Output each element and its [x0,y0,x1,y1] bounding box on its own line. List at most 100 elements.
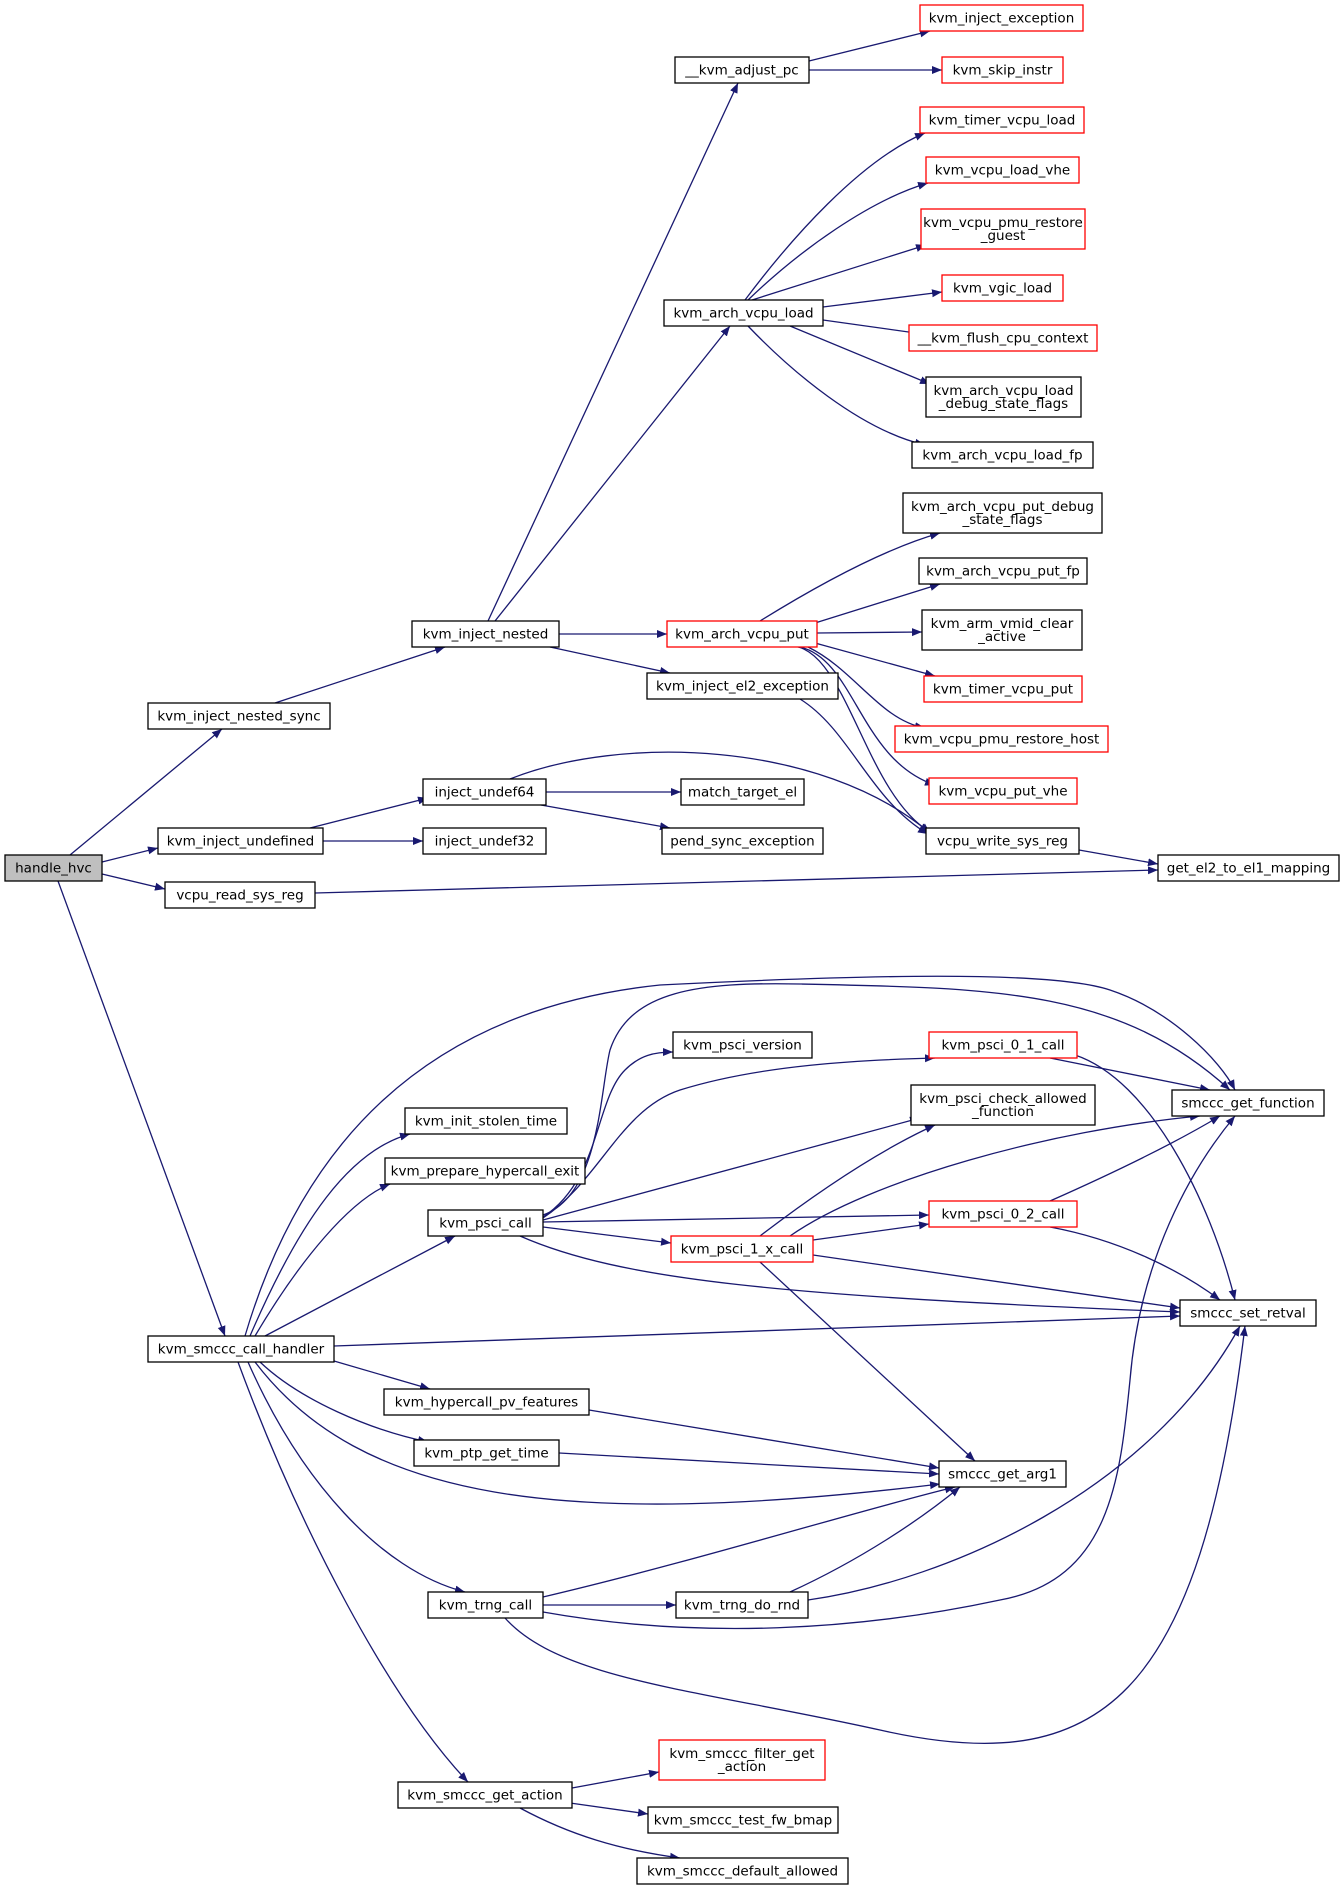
node-label: kvm_arch_vcpu_load [673,306,813,322]
node-box [636,1857,849,1885]
node-kvm_timer_vcpu_put[interactable]: kvm_timer_vcpu_put [923,675,1083,703]
node-kvm_ptp_get_time[interactable]: kvm_ptp_get_time [413,1439,560,1467]
node-box [908,324,1098,352]
node-inject_undef32[interactable]: inject_undef32 [422,827,547,855]
node-kvm_arch_vcpu_put_debug_state_flags[interactable]: kvm_arch_vcpu_put_debug_state_flags [902,492,1103,534]
edge-kvm_trng_call-to-smccc_get_function [542,1115,1236,1630]
node-kvm_smccc_call_handler[interactable]: kvm_smccc_call_handler [147,1335,335,1363]
node-smccc_set_retval[interactable]: smccc_set_retval [1179,1299,1317,1327]
node-box [919,106,1085,134]
node-kvm_skip_instr[interactable]: kvm_skip_instr [941,56,1064,84]
node-kvm_psci_check_allowed_function[interactable]: kvm_psci_check_allowed_function [910,1084,1096,1126]
node-kvm_arch_vcpu_load[interactable]: kvm_arch_vcpu_load [663,299,824,327]
edge-kvm_arch_vcpu_load-to-kvm_timer_vcpu_load [744,132,926,301]
node-kvm_vgic_load[interactable]: kvm_vgic_load [941,274,1064,302]
edge-kvm_arch_vcpu_put-to-kvm_arm_vmid_clear_active [816,628,923,637]
node-label: kvm_inject_nested [423,627,549,643]
node-smccc_get_arg1[interactable]: smccc_get_arg1 [938,1460,1067,1488]
node-kvm_inject_nested[interactable]: kvm_inject_nested [411,620,560,648]
node-box [928,1031,1078,1059]
node-kvm_vcpu_load_vhe[interactable]: kvm_vcpu_load_vhe [925,156,1080,184]
node-kvm_timer_vcpu_load[interactable]: kvm_timer_vcpu_load [919,106,1085,134]
node-pend_sync_exception[interactable]: pend_sync_exception [661,827,824,855]
edge-kvm_psci_0_2_call-to-smccc_set_retval [1049,1226,1221,1301]
node-kvm_arch_vcpu_load_debug_state_flags[interactable]: kvm_arch_vcpu_load_debug_state_flags [925,376,1082,418]
edge-kvm_arch_vcpu_load-to-kvm_arch_vcpu_load_fp [747,325,926,447]
node-label: kvm_arch_vcpu_put_debug [911,499,1094,515]
edge-kvm_smccc_call_handler-to-kvm_trng_call [247,1361,466,1594]
node-kvm_inject_el2_exception[interactable]: kvm_inject_el2_exception [646,672,839,700]
node-kvm_arch_vcpu_put[interactable]: kvm_arch_vcpu_put [666,620,818,648]
node-kvm_trng_do_rnd[interactable]: kvm_trng_do_rnd [675,1591,809,1619]
node-kvm_arch_vcpu_load_fp[interactable]: kvm_arch_vcpu_load_fp [911,441,1094,469]
node-vcpu_write_sys_reg[interactable]: vcpu_write_sys_reg [925,827,1080,855]
node-kvm_smccc_filter_get_action[interactable]: kvm_smccc_filter_get_action [658,1739,826,1781]
node-box [147,702,331,730]
node-kvm_psci_call[interactable]: kvm_psci_call [427,1209,544,1237]
node-kvm_vcpu_put_vhe[interactable]: kvm_vcpu_put_vhe [928,777,1078,805]
node-kvm_smccc_test_fw_bmap[interactable]: kvm_smccc_test_fw_bmap [647,1806,839,1834]
node-kvm_psci_1_x_call[interactable]: kvm_psci_1_x_call [670,1235,814,1263]
edge-kvm_arch_vcpu_load-to-kvm_vcpu_pmu_restore_guest [751,244,927,301]
node-box [923,675,1083,703]
node-box [921,609,1083,651]
node-label: smccc_get_arg1 [948,1467,1057,1483]
node-box [918,557,1088,585]
edge-kvm_smccc_call_handler-to-kvm_hypercall_pv_features [333,1360,431,1391]
node-box [427,1591,544,1619]
node-label: kvm_inject_nested_sync [157,709,320,725]
node-box [663,299,824,327]
node-get_el2_to_el1_mapping[interactable]: get_el2_to_el1_mapping [1157,854,1340,882]
node-kvm_trng_call[interactable]: kvm_trng_call [427,1591,544,1619]
node-kvm_smccc_default_allowed[interactable]: kvm_smccc_default_allowed [636,1857,849,1885]
node-label: kvm_smccc_default_allowed [647,1864,838,1880]
node-label: _guest [980,228,1026,244]
node-box [666,620,818,648]
node-kvm_hypercall_pv_features[interactable]: kvm_hypercall_pv_features [383,1388,590,1416]
node-kvm_vcpu_pmu_restore_host[interactable]: kvm_vcpu_pmu_restore_host [894,725,1109,753]
node-box [919,4,1084,32]
node-kvm_inject_nested_sync[interactable]: kvm_inject_nested_sync [147,702,331,730]
node-label: __kvm_adjust_pc [684,63,798,79]
node-box [1179,1299,1317,1327]
edge-kvm_psci_call-to-smccc_set_retval [519,1235,1181,1316]
node-kvm_arch_vcpu_put_fp[interactable]: kvm_arch_vcpu_put_fp [918,557,1088,585]
edge-inject_undef64-to-vcpu_write_sys_reg [509,751,931,834]
edge-kvm_smccc_call_handler-to-kvm_prepare_hypercall_exit [254,1183,391,1337]
node-__kvm_flush_cpu_context[interactable]: __kvm_flush_cpu_context [908,324,1098,352]
node-kvm_prepare_hypercall_exit[interactable]: kvm_prepare_hypercall_exit [384,1157,586,1185]
edge-kvm_inject_nested-to-kvm_arch_vcpu_load [494,325,731,622]
node-kvm_psci_0_2_call[interactable]: kvm_psci_0_2_call [928,1200,1078,1228]
node-box [675,1591,809,1619]
node-label: kvm_arch_vcpu_load [933,383,1073,399]
node-kvm_smccc_get_action[interactable]: kvm_smccc_get_action [397,1781,573,1809]
node-kvm_arm_vmid_clear_active[interactable]: kvm_arm_vmid_clear_active [921,609,1083,651]
node-box [1171,1089,1325,1117]
node-kvm_init_stolen_time[interactable]: kvm_init_stolen_time [404,1107,568,1135]
edge-kvm_smccc_get_action-to-kvm_smccc_default_allowed [519,1807,681,1861]
node-vcpu_read_sys_reg[interactable]: vcpu_read_sys_reg [164,881,316,909]
node-label: kvm_arch_vcpu_put [675,627,809,643]
node-inject_undef64[interactable]: inject_undef64 [422,778,547,806]
edge-kvm_trng_call-to-smccc_set_retval [504,1325,1248,1745]
node-smccc_get_function[interactable]: smccc_get_function [1171,1089,1325,1117]
node-box [928,777,1078,805]
edge-kvm_psci_call-to-kvm_psci_0_2_call [542,1211,930,1223]
edge-kvm_psci_1_x_call-to-smccc_set_retval [812,1254,1181,1311]
node-box [925,827,1080,855]
node-kvm_psci_0_1_call[interactable]: kvm_psci_0_1_call [928,1031,1078,1059]
node-kvm_vcpu_pmu_restore_guest[interactable]: kvm_vcpu_pmu_restore_guest [920,208,1086,250]
node-__kvm_adjust_pc[interactable]: __kvm_adjust_pc [674,56,810,84]
edge-kvm_psci_1_x_call-to-smccc_get_arg1 [759,1261,976,1462]
node-handle_hvc[interactable]: handle_hvc [4,854,103,882]
node-kvm_inject_undefined[interactable]: kvm_inject_undefined [157,827,324,855]
node-kvm_psci_version[interactable]: kvm_psci_version [672,1031,813,1059]
node-kvm_inject_exception[interactable]: kvm_inject_exception [919,4,1084,32]
edge-kvm_smccc_call_handler-to-kvm_psci_call [264,1235,456,1337]
edge-handle_hvc-to-kvm_inject_undefined [101,846,159,863]
node-label: kvm_inject_el2_exception [656,679,829,695]
edge-kvm_smccc_get_action-to-kvm_smccc_test_fw_bmap [569,1802,649,1817]
node-match_target_el[interactable]: match_target_el [680,778,805,806]
node-box [894,725,1109,753]
